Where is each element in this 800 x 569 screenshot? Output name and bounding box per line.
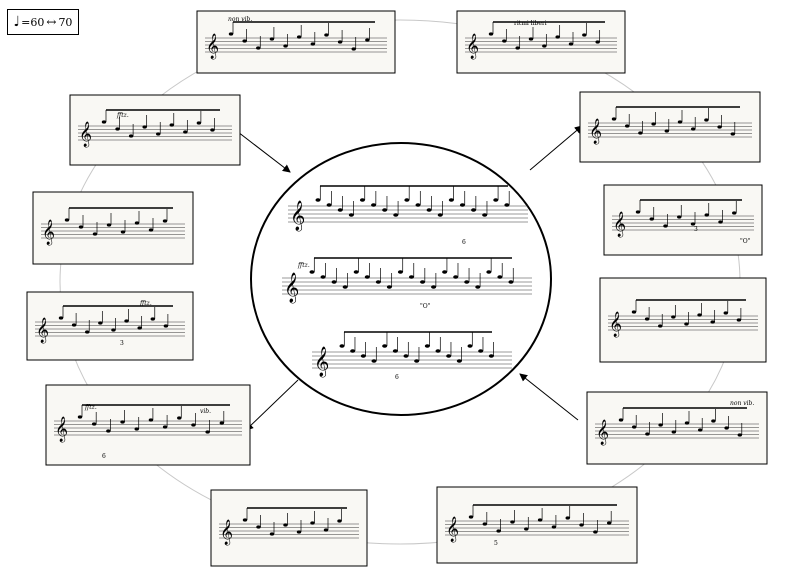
tempo-low: 60	[30, 15, 45, 29]
svg-text:𝄞: 𝄞	[613, 211, 626, 237]
svg-text:𝄞: 𝄞	[596, 419, 609, 445]
svg-text:𝄞: 𝄞	[314, 346, 329, 378]
fragment-8-label: non vib.	[730, 400, 755, 407]
fragment-2-label: ritmi liberi	[514, 20, 547, 27]
arrow-in-bottom-right	[519, 373, 579, 421]
score-fragment-3: 𝄞	[69, 94, 241, 166]
fragment-6-label: fftz.	[85, 404, 97, 411]
arrow-out-top-right	[529, 125, 583, 171]
center-fftz-label: fftz.	[298, 262, 310, 269]
score-fragment-9: 𝄞	[45, 384, 251, 466]
center-tuplet-6-b: 6	[395, 374, 399, 381]
arrow-in-top-left	[237, 131, 291, 173]
center-tuplet-6-a: 6	[462, 239, 466, 246]
svg-text:𝄞: 𝄞	[220, 519, 233, 545]
tempo-equals: =	[21, 15, 31, 29]
score-fragment-1: 𝄞	[196, 10, 396, 74]
svg-text:𝄞: 𝄞	[55, 416, 68, 442]
svg-text:𝄞: 𝄞	[466, 33, 479, 59]
fragment-5-label: fftz.	[140, 300, 152, 307]
score-fragment-11: 𝄞	[210, 489, 368, 567]
score-fragment-12: 𝄞	[436, 486, 638, 564]
fragment-tuplet-3: 3	[694, 226, 698, 233]
fragment-3-label: fftz.	[117, 112, 129, 119]
fragment-1-label: non vib.	[228, 16, 253, 23]
central-circle	[250, 142, 552, 416]
fragment-tuplet-6: 6	[102, 453, 106, 460]
tempo-high: 70	[58, 15, 73, 29]
svg-text:𝄞: 𝄞	[206, 33, 219, 59]
svg-text:𝄞: 𝄞	[446, 516, 459, 542]
central-staff-3: 𝄞	[312, 331, 512, 378]
quarter-note-icon: ♩	[13, 14, 21, 30]
svg-text:𝄞: 𝄞	[589, 118, 602, 144]
fragment-tuplet-3-b: 3	[120, 340, 124, 347]
central-staff-1: 𝄞	[288, 185, 528, 232]
center-o-label: "O"	[420, 303, 431, 310]
svg-text:𝄞: 𝄞	[284, 272, 299, 304]
score-fragment-4: 𝄞	[579, 91, 761, 163]
svg-text:𝄞: 𝄞	[42, 219, 55, 245]
svg-text:𝄞: 𝄞	[290, 200, 305, 232]
svg-text:𝄞: 𝄞	[79, 121, 92, 147]
fragment-4-label: "O"	[740, 238, 751, 245]
double-arrow-icon: ↔	[46, 15, 57, 29]
score-fragment-8: 𝄞	[599, 277, 767, 363]
fragment-7-label: vib.	[200, 408, 212, 415]
fragment-tuplet-5: 5	[494, 540, 498, 547]
score-fragment-2: 𝄞	[456, 10, 626, 74]
svg-text:𝄞: 𝄞	[609, 311, 622, 337]
svg-text:𝄞: 𝄞	[36, 317, 49, 343]
score-fragment-10: 𝄞	[586, 391, 768, 465]
score-fragment-6: 𝄞	[603, 184, 763, 256]
arrow-out-bottom-left	[245, 379, 299, 431]
score-fragment-7: 𝄞	[26, 291, 194, 361]
score-fragment-5: 𝄞	[32, 191, 194, 265]
tempo-marking: ♩ = 60 ↔ 70	[7, 9, 79, 35]
central-staff-2: 𝄞	[282, 257, 532, 304]
